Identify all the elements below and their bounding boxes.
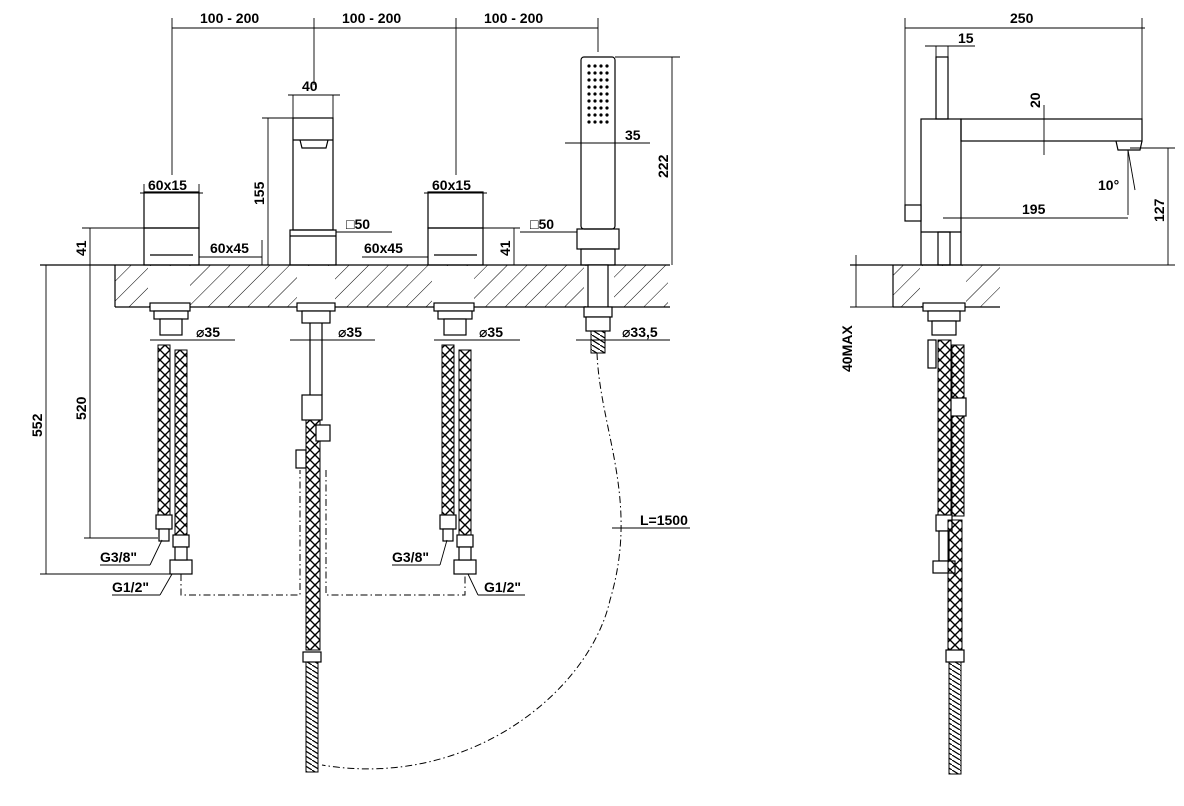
shower-base-label: □50 — [530, 216, 554, 232]
left-handle-top-label: 60x15 — [148, 177, 187, 193]
top-spacing-label-2: 100 - 200 — [342, 10, 401, 26]
top-spacing-label-3: 100 - 200 — [484, 10, 543, 26]
side-deck-max-label: 40MAX — [839, 325, 855, 372]
thread-g38-left: G3/8" — [100, 549, 137, 565]
dia-label-3: ⌀35 — [479, 324, 503, 340]
hose-depth-label: 520 — [73, 396, 89, 420]
connection-lines — [180, 352, 622, 770]
spout-width-label: 40 — [302, 78, 318, 94]
side-view: 250 15 20 10° 195 127 40MAX — [839, 10, 1175, 775]
dia-label-1: ⌀35 — [196, 324, 220, 340]
thread-callouts: G3/8" G1/2" G3/8" G1/2" — [100, 539, 525, 596]
side-angle-label: 10° — [1098, 177, 1119, 193]
left-deck-height-label: 41 — [73, 240, 89, 256]
side-spout-thickness-label: 20 — [1027, 92, 1043, 108]
countertop-section — [40, 264, 670, 308]
side-height-label: 127 — [1151, 198, 1167, 222]
thread-g12-right: G1/2" — [484, 579, 521, 595]
thread-g12-left: G1/2" — [112, 579, 149, 595]
side-width-label: 250 — [1010, 10, 1034, 26]
hose-length-label: L=1500 — [640, 512, 688, 528]
under-deck-fittings — [149, 264, 613, 336]
total-depth-label: 552 — [29, 413, 45, 437]
shower-height-label: 222 — [655, 154, 671, 178]
shower-width-label: 35 — [625, 127, 641, 143]
left-handle: 60x15 41 60x45 — [73, 177, 263, 266]
right-supply-hoses — [439, 344, 477, 575]
top-spacing-label-1: 100 - 200 — [200, 10, 259, 26]
right-handle-top-label: 60x15 — [432, 177, 471, 193]
spout-hoses — [295, 323, 331, 773]
thread-g38-right: G3/8" — [392, 549, 429, 565]
depth-dimensions: 552 520 — [29, 265, 170, 575]
front-view: 100 - 200 100 - 200 100 - 200 60x15 41 6… — [29, 10, 690, 773]
spout-height-label: 155 — [251, 181, 267, 205]
hand-shower: 35 222 □50 — [520, 56, 680, 266]
right-handle: 60x15 60x45 41 — [362, 177, 520, 266]
hose-length-callout: L=1500 — [612, 512, 690, 529]
spout: 40 155 □50 — [251, 78, 392, 266]
shower-nozzle-dots — [587, 64, 609, 124]
dia-label-4: ⌀33,5 — [622, 324, 658, 340]
side-reach-label: 195 — [1022, 201, 1046, 217]
right-deck-width-label: 60x45 — [364, 240, 403, 256]
left-deck-width-label: 60x45 — [210, 240, 249, 256]
left-supply-hoses — [155, 344, 193, 575]
shower-hose-stub — [590, 330, 606, 354]
side-pin-label: 15 — [958, 30, 974, 46]
spout-base-label: □50 — [346, 216, 370, 232]
diameter-dimensions: ⌀35 ⌀35 ⌀35 ⌀33,5 — [150, 324, 670, 341]
top-spacing-dimensions: 100 - 200 100 - 200 100 - 200 — [171, 10, 599, 175]
dia-label-2: ⌀35 — [338, 324, 362, 340]
right-deck-height-label: 41 — [497, 240, 513, 256]
